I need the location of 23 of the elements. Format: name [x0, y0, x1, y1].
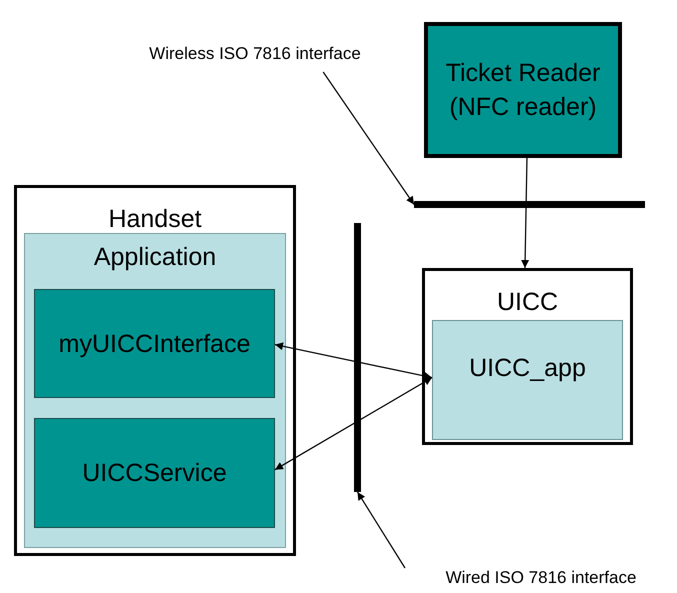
interface-bar [414, 201, 645, 208]
container-title: Handset [108, 205, 202, 233]
double-arrow [274, 342, 432, 380]
panel-title: Application [94, 243, 216, 271]
application-panel [24, 233, 286, 548]
interface-label: Wireless ISO 7816 interface [100, 44, 410, 72]
box-label: UICCService [82, 459, 227, 487]
application-box [432, 320, 623, 440]
arrow [521, 158, 530, 268]
double-arrow [274, 377, 432, 470]
reader-box [424, 22, 622, 158]
component-box [34, 289, 275, 398]
container-box [422, 268, 633, 445]
box-label: myUICCInterface [58, 330, 250, 358]
box-label: Ticket Reader (NFC reader) [446, 59, 600, 121]
interface-label: Wired ISO 7816 interface [405, 568, 677, 593]
container-box [14, 185, 296, 556]
container-title: UICC [496, 288, 558, 316]
arrow [322, 72, 414, 205]
arrow [357, 492, 406, 568]
component-box [34, 418, 275, 528]
box-label: UICC_app [469, 354, 586, 382]
interface-bar [354, 223, 361, 492]
